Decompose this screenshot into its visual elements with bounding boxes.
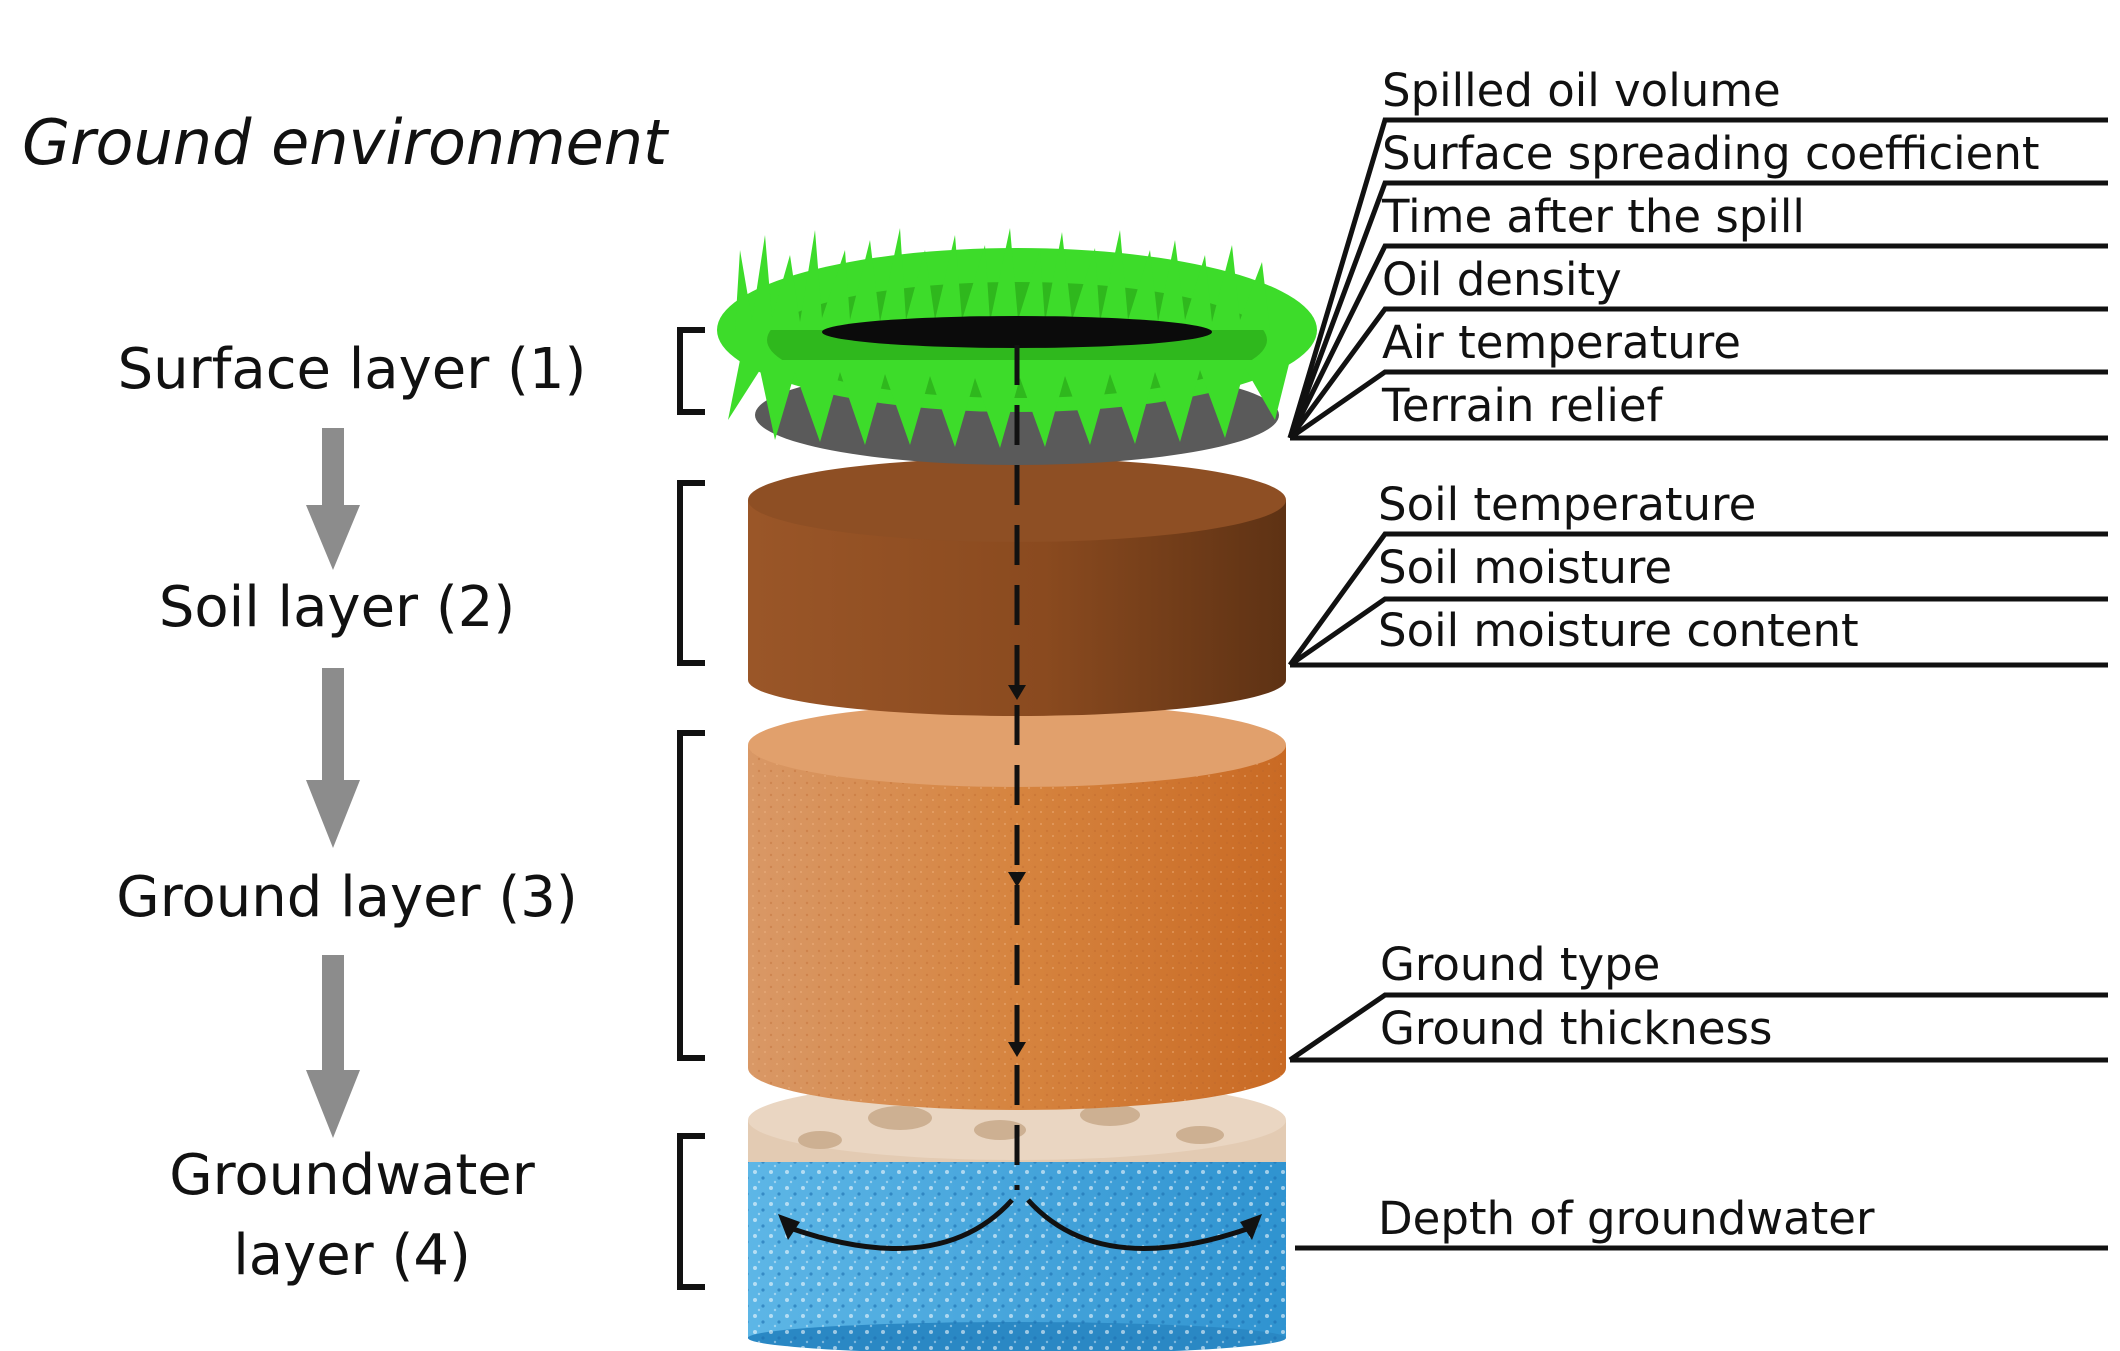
- soil-leader-lines: [1287, 531, 2108, 668]
- param-spilled-oil-volume: Spilled oil volume: [1382, 64, 1781, 117]
- param-soil-temperature: Soil temperature: [1378, 478, 1757, 531]
- param-oil-density: Oil density: [1382, 253, 1622, 306]
- groundwater-layer-label-line1: Groundwater: [169, 1143, 535, 1208]
- param-ground-thickness: Ground thickness: [1380, 1002, 1773, 1055]
- ground-leader-lines: [1288, 992, 2108, 1063]
- oil-flow-line: [1008, 345, 1026, 1190]
- soil-bracket: [677, 480, 705, 666]
- groundwater-layer-label-line2: layer (4): [233, 1223, 471, 1288]
- down-arrow-2: [306, 668, 360, 848]
- diagram-title: Ground environment: [22, 106, 668, 179]
- param-depth-of-groundwater: Depth of groundwater: [1378, 1192, 1875, 1245]
- ground-bracket: [677, 730, 705, 1061]
- param-surface-spreading-coefficient: Surface spreading coefficient: [1382, 127, 2040, 180]
- param-air-temperature: Air temperature: [1382, 316, 1741, 369]
- down-arrow-1: [306, 428, 360, 570]
- surface-leader-lines: [1287, 117, 2108, 441]
- surface-layer-label: Surface layer (1): [117, 337, 587, 402]
- ground-layer-label: Ground layer (3): [116, 865, 578, 930]
- param-ground-type: Ground type: [1380, 938, 1661, 991]
- down-arrow-3: [306, 955, 360, 1138]
- soil-layer-label: Soil layer (2): [158, 575, 516, 640]
- param-soil-moisture-content: Soil moisture content: [1378, 604, 1859, 657]
- groundwater-layer-block: [748, 1080, 1286, 1351]
- param-soil-moisture: Soil moisture: [1378, 541, 1673, 594]
- param-time-after-spill: Time after the spill: [1382, 190, 1805, 243]
- surface-layer-block: [717, 228, 1317, 465]
- groundwater-bracket: [677, 1133, 705, 1290]
- ground-layer-block: [748, 703, 1286, 1110]
- param-terrain-relief: Terrain relief: [1382, 379, 1663, 432]
- surface-bracket: [677, 327, 705, 415]
